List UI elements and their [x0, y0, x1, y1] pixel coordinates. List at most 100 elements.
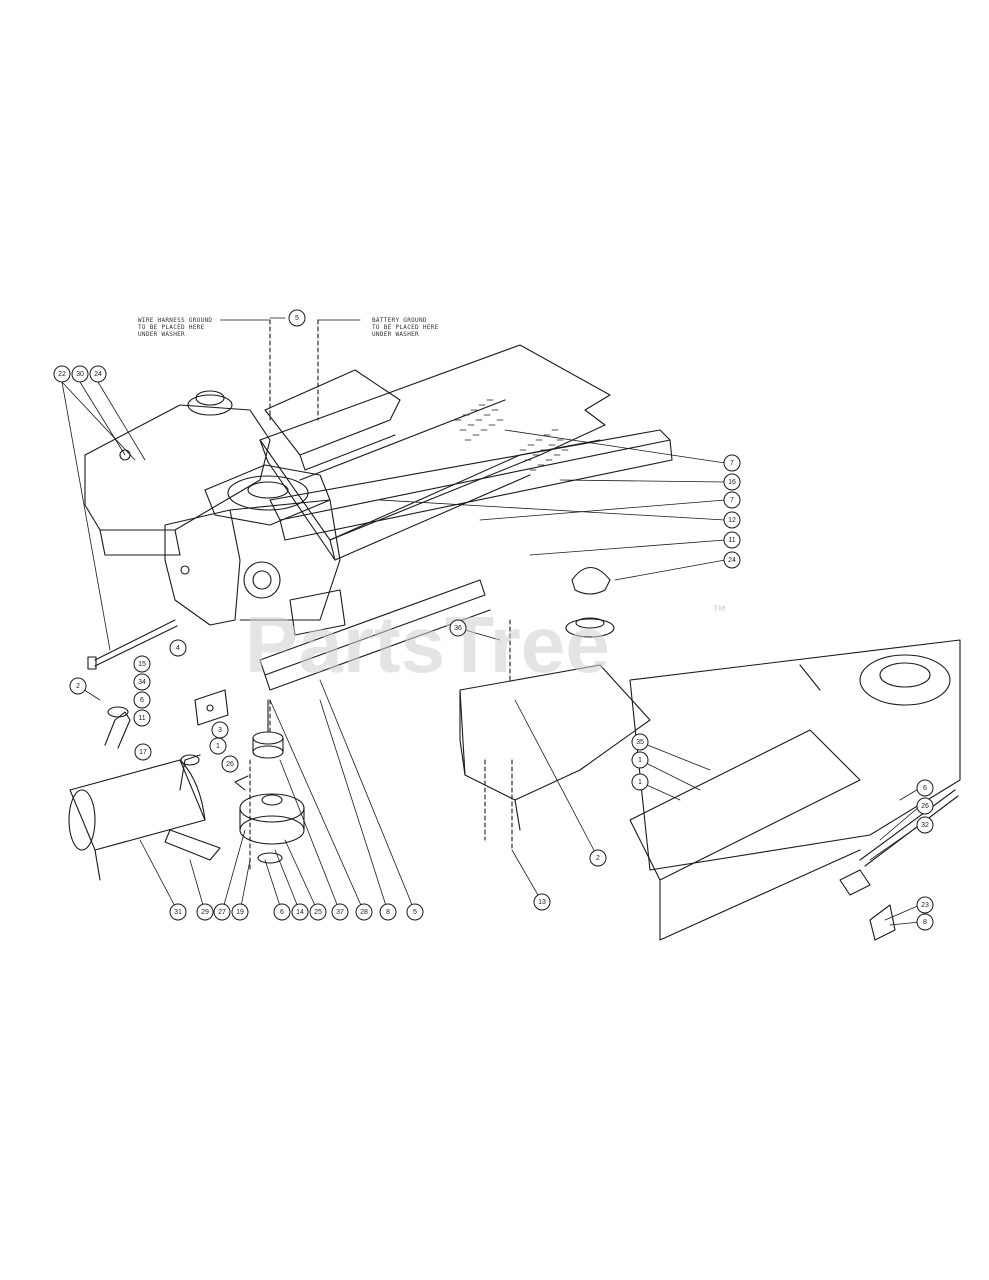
callout-label: 7 [730, 460, 734, 467]
callout-label: 1 [638, 779, 642, 786]
callout-label: 19 [236, 909, 244, 916]
callout-34: 13 [533, 893, 551, 911]
callout-label: 5 [413, 909, 417, 916]
callout-5: 7 [723, 454, 741, 472]
callout-35: 35 [631, 733, 649, 751]
callout-label: 37 [336, 909, 344, 916]
callout-circle [53, 365, 71, 383]
callout-circle [589, 849, 607, 867]
callout-label: 15 [138, 661, 146, 668]
callout-label: 2 [596, 855, 600, 862]
callout-39: 26 [916, 797, 934, 815]
callout-label: 3 [218, 727, 222, 734]
exhaust-pipe [87, 619, 178, 670]
callout-circle [355, 903, 373, 921]
callout-circle [916, 779, 934, 797]
callout-circle [916, 896, 934, 914]
callout-17: 11 [133, 709, 151, 727]
callout-8: 12 [723, 511, 741, 529]
watermark-tm: ™ [712, 602, 726, 618]
callout-label: 16 [728, 479, 736, 486]
callout-label: 32 [921, 822, 929, 829]
callout-20: 26 [221, 755, 239, 773]
callout-32: 5 [406, 903, 424, 921]
callout-label: 8 [923, 919, 927, 926]
callout-15: 34 [133, 673, 151, 691]
callout-37: 1 [631, 773, 649, 791]
callout-circle [533, 893, 551, 911]
side-rail [259, 429, 673, 691]
fuel-tank-right [459, 566, 651, 831]
callout-label: 8 [386, 909, 390, 916]
callout-circle [273, 903, 291, 921]
callout-label: 6 [923, 785, 927, 792]
callout-42: 8 [916, 913, 934, 931]
callout-circle [379, 903, 397, 921]
callout-label: 29 [201, 909, 209, 916]
callout-38: 6 [916, 779, 934, 797]
fastener-lines [249, 319, 513, 871]
callout-circle [169, 639, 187, 657]
callout-18: 3 [211, 721, 229, 739]
battery-ground-note: BATTERY GROUND TO BE PLACED HERE UNDER W… [372, 317, 439, 338]
callout-40: 32 [916, 816, 934, 834]
callout-12: 2 [69, 677, 87, 695]
callout-36: 1 [631, 751, 649, 769]
callout-circle [221, 755, 239, 773]
callout-label: 36 [454, 625, 462, 632]
callout-label: 22 [58, 371, 66, 378]
callout-label: 27 [218, 909, 226, 916]
callout-circle [916, 816, 934, 834]
callout-circle [723, 454, 741, 472]
main-frame [259, 344, 611, 561]
callout-3: 30 [71, 365, 89, 383]
callout-label: 24 [728, 557, 736, 564]
callout-circle [723, 473, 741, 491]
engine-bracket [194, 689, 229, 726]
callout-circle [133, 673, 151, 691]
callout-circle [723, 491, 741, 509]
fender [264, 369, 401, 471]
callout-29: 37 [331, 903, 349, 921]
callout-23: 29 [196, 903, 214, 921]
callout-33: 2 [589, 849, 607, 867]
callout-circle [196, 903, 214, 921]
callout-circle [89, 365, 107, 383]
callout-circle [133, 709, 151, 727]
callout-label: 6 [280, 909, 284, 916]
right-chassis [629, 639, 961, 941]
callout-label: 30 [76, 371, 84, 378]
callout-circle [331, 903, 349, 921]
callout-7: 7 [723, 491, 741, 509]
callout-11: 36 [449, 619, 467, 637]
fuel-tank-left [84, 390, 271, 556]
callout-27: 14 [291, 903, 309, 921]
callout-circle [291, 903, 309, 921]
pto-clutch [234, 699, 305, 864]
callout-label: 14 [296, 909, 304, 916]
callout-label: 12 [728, 517, 736, 524]
callout-14: 15 [133, 655, 151, 673]
callout-circle [169, 903, 187, 921]
callout-label: 1 [638, 757, 642, 764]
callout-label: 24 [94, 371, 102, 378]
perforation-grid [454, 399, 569, 471]
callout-circle [916, 913, 934, 931]
callout-label: 6 [140, 697, 144, 704]
callout-circle [133, 655, 151, 673]
callout-30: 28 [355, 903, 373, 921]
callout-label: 26 [921, 803, 929, 810]
callout-label: 5 [295, 315, 299, 322]
callout-leaders [61, 317, 921, 926]
callout-label: 25 [314, 909, 322, 916]
watermark: PartsTree [245, 600, 610, 689]
callout-circle [288, 309, 306, 327]
callout-19: 1 [209, 737, 227, 755]
callout-label: 2 [76, 683, 80, 690]
callout-28: 25 [309, 903, 327, 921]
callout-circle [723, 511, 741, 529]
callout-label: 11 [138, 715, 145, 722]
callout-22: 31 [169, 903, 187, 921]
